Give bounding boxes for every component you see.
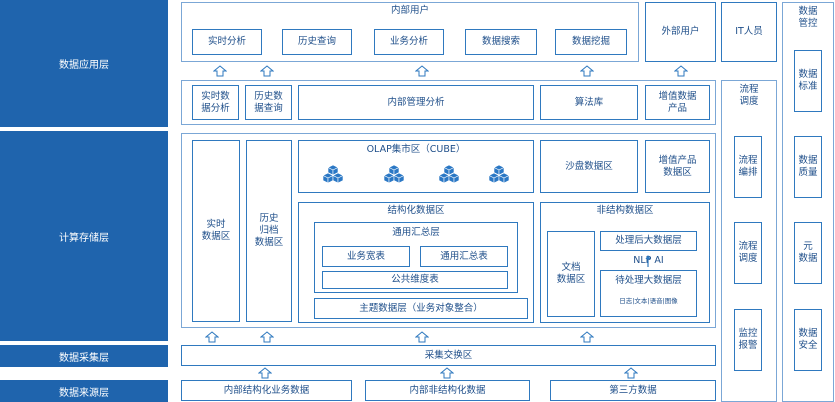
internal-user-history-query[interactable]: 历史查询 <box>282 29 352 55</box>
realtime-data-zone[interactable]: 实时 数据区 <box>192 140 240 322</box>
hollow-up-arrow-icon <box>674 65 688 77</box>
process-scheduling[interactable]: 流程 调度 <box>734 222 762 284</box>
hollow-up-arrow-icon <box>415 65 429 77</box>
internal-user-data-mining[interactable]: 数据挖掘 <box>555 29 627 55</box>
structured-data-zone-title: 结构化数据区 <box>387 205 445 216</box>
thin-up-arrow-icon <box>645 255 651 267</box>
collection-exchange-zone[interactable]: 采集交换区 <box>181 345 716 366</box>
source-internal-unstructured[interactable]: 内部非结构化数据 <box>365 380 530 401</box>
hollow-up-arrow-icon <box>260 65 274 77</box>
internal-user-realtime-analysis[interactable]: 实时分析 <box>192 29 262 55</box>
data-control-title: 数据 管控 <box>798 6 818 29</box>
hollow-up-arrow-icon <box>580 65 594 77</box>
business-wide-table[interactable]: 业务宽表 <box>322 246 410 267</box>
hollow-up-arrow-icon <box>258 367 272 379</box>
cube-cluster-icon <box>488 164 510 184</box>
data-control-quality[interactable]: 数据 质量 <box>794 136 822 198</box>
source-internal-structured[interactable]: 内部结构化业务数据 <box>181 380 352 401</box>
internal-users-title: 内部用户 <box>390 5 429 16</box>
subject-data-layer[interactable]: 主题数据层（业务对象整合） <box>314 298 528 319</box>
layer-source-label: 数据来源层 <box>59 387 109 399</box>
hollow-up-arrow-icon <box>624 367 638 379</box>
data-control-metadata[interactable]: 元 数据 <box>794 222 822 284</box>
hollow-up-arrow-icon <box>213 65 227 77</box>
realtime-data-analysis-box[interactable]: 实时数 据分析 <box>192 85 239 120</box>
document-data-zone[interactable]: 文档 数据区 <box>547 231 595 317</box>
hollow-up-arrow-icon <box>440 367 454 379</box>
internal-management-analysis-box[interactable]: 内部管理分析 <box>298 85 534 120</box>
layer-compute-storage: 计算存储层 <box>0 131 168 341</box>
common-summary-layer-title: 通用汇总层 <box>392 227 440 238</box>
history-archive-data-zone[interactable]: 历史 归档 数据区 <box>246 140 292 322</box>
olap-mart-title: OLAP集市区（CUBE） <box>366 144 466 155</box>
sandbox-data-zone[interactable]: 沙盘数据区 <box>540 140 638 193</box>
cube-cluster-icon <box>322 164 344 184</box>
layer-compute-storage-label: 计算存储层 <box>59 232 109 244</box>
data-control-security[interactable]: 数据 安全 <box>794 309 822 371</box>
external-users-box[interactable]: 外部用户 <box>645 2 716 62</box>
hollow-up-arrow-icon <box>580 331 594 343</box>
value-added-data-product-box[interactable]: 增值数据 产品 <box>645 85 710 120</box>
layer-source: 数据来源层 <box>0 380 168 402</box>
olap-mart-zone[interactable] <box>298 140 534 193</box>
history-data-query-box[interactable]: 历史数 据查询 <box>245 85 292 120</box>
value-added-product-data-zone[interactable]: 增值产品 数据区 <box>645 140 710 193</box>
algorithm-library-box[interactable]: 算法库 <box>540 85 638 120</box>
process-orchestration[interactable]: 流程 编排 <box>734 136 762 198</box>
data-control-standard[interactable]: 数据 标准 <box>794 50 822 112</box>
layer-application-label: 数据应用层 <box>59 60 109 71</box>
process-column-title: 流程 调度 <box>739 84 759 107</box>
pending-data-types: 日志|文本|语音|图像 <box>619 297 678 305</box>
source-third-party[interactable]: 第三方数据 <box>550 380 716 401</box>
process-monitoring-alarm[interactable]: 监控 报警 <box>734 309 762 371</box>
cube-cluster-icon <box>438 164 460 184</box>
common-dimension-table[interactable]: 公共维度表 <box>322 271 508 289</box>
pending-big-data-layer[interactable] <box>600 270 697 317</box>
pending-big-data-layer-title: 待处理大数据层 <box>615 275 682 286</box>
common-summary-table[interactable]: 通用汇总表 <box>420 246 508 267</box>
unstructured-data-zone-title: 非结构数据区 <box>596 205 654 216</box>
layer-application: 数据应用层 <box>0 0 168 127</box>
hollow-up-arrow-icon <box>260 331 274 343</box>
hollow-up-arrow-icon <box>415 331 429 343</box>
hollow-up-arrow-icon <box>205 331 219 343</box>
processed-big-data-layer[interactable]: 处理后大数据层 <box>600 231 697 251</box>
it-staff-box[interactable]: IT人员 <box>721 2 777 62</box>
internal-user-data-search[interactable]: 数据搜索 <box>465 29 537 55</box>
internal-user-business-analysis[interactable]: 业务分析 <box>374 29 444 55</box>
layer-collection: 数据采集层 <box>0 345 168 367</box>
layer-collection-label: 数据采集层 <box>59 352 109 364</box>
cube-cluster-icon <box>383 164 405 184</box>
